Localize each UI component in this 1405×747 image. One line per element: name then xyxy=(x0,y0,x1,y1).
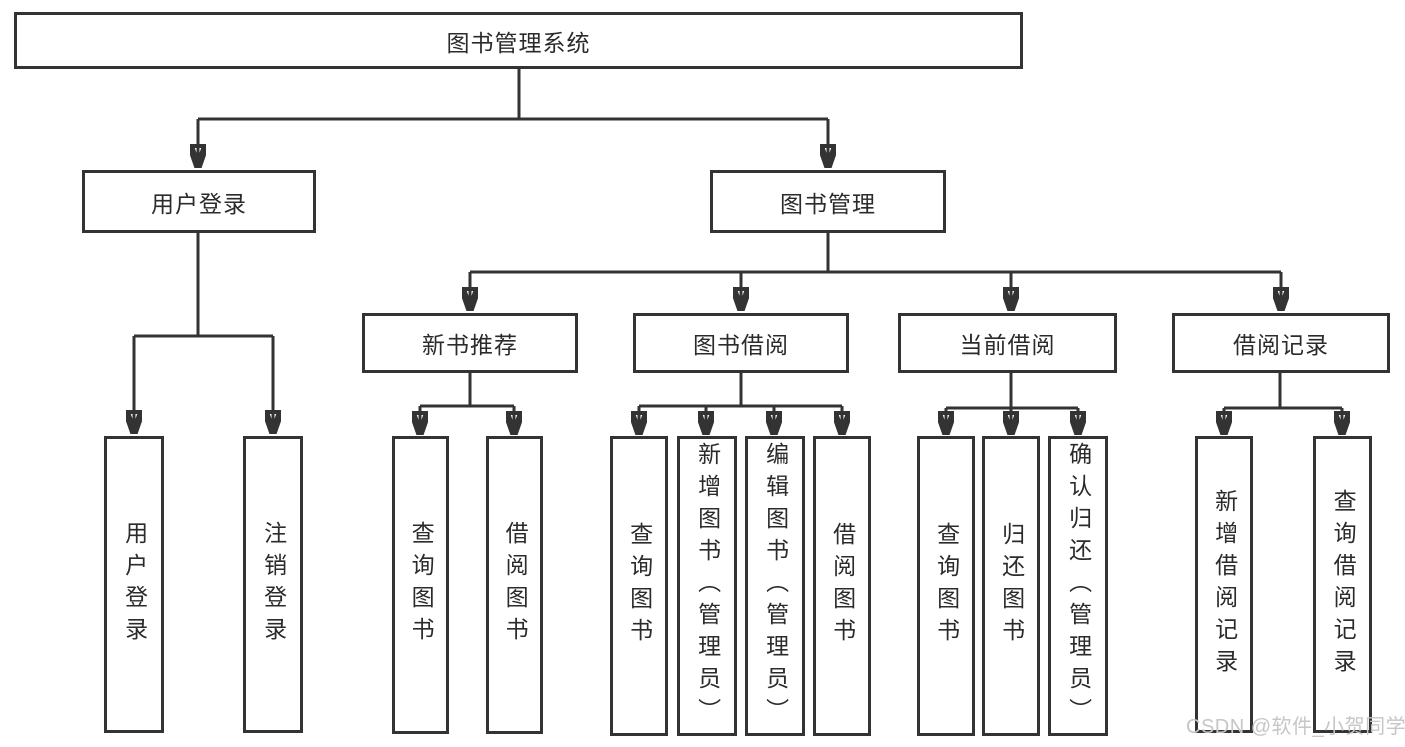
leaf-bb-edit-books-admin-label: 编辑图书（管理员） xyxy=(762,442,789,730)
leaf-br-add-record: 新增借阅记录 xyxy=(1195,436,1253,733)
node-borrowing-records: 借阅记录 xyxy=(1172,313,1390,373)
leaf-bb-query-books-label: 查询图书 xyxy=(626,522,653,650)
leaf-nb-query-books: 查询图书 xyxy=(392,436,449,734)
node-borrowing-records-label: 借阅记录 xyxy=(1233,332,1329,358)
leaf-nb-query-books-label: 查询图书 xyxy=(408,521,435,649)
node-root: 图书管理系统 xyxy=(14,12,1023,69)
leaf-logout: 注销登录 xyxy=(243,436,303,733)
leaf-cb-confirm-return-admin-label: 确认归还（管理员） xyxy=(1065,442,1092,730)
leaf-cb-confirm-return-admin: 确认归还（管理员） xyxy=(1048,436,1108,736)
leaf-nb-borrow-books: 借阅图书 xyxy=(486,436,543,734)
leaf-bb-borrow-books-label: 借阅图书 xyxy=(829,522,856,650)
leaf-nb-borrow-books-label: 借阅图书 xyxy=(502,521,529,649)
leaf-br-query-record-label: 查询借阅记录 xyxy=(1330,488,1357,681)
leaf-bb-add-books-admin: 新增图书（管理员） xyxy=(677,436,737,736)
watermark: CSDN @软件_小贺同学 xyxy=(1186,716,1405,738)
rail-current-borrowing xyxy=(946,373,1078,410)
node-new-book-recommendation: 新书推荐 xyxy=(362,313,578,373)
rail-user-login xyxy=(134,233,273,338)
rail-root xyxy=(198,68,828,121)
node-current-borrowing-label: 当前借阅 xyxy=(959,332,1056,358)
node-book-borrowing-label: 图书借阅 xyxy=(693,332,789,358)
rail-new-book-recommendation xyxy=(420,373,514,408)
leaf-cb-return-books-label: 归还图书 xyxy=(998,522,1025,650)
node-user-login-label: 用户登录 xyxy=(151,190,247,217)
node-new-book-recommendation-label: 新书推荐 xyxy=(422,332,518,358)
leaf-bb-query-books: 查询图书 xyxy=(610,436,668,736)
rail-borrowing-records xyxy=(1224,373,1342,410)
leaf-br-add-record-label: 新增借阅记录 xyxy=(1211,488,1238,681)
node-book-management-label: 图书管理 xyxy=(780,190,876,217)
leaf-user-login-label: 用户登录 xyxy=(121,520,148,649)
leaf-cb-query-books-label: 查询图书 xyxy=(933,522,960,650)
leaf-user-login: 用户登录 xyxy=(104,436,164,733)
node-book-management: 图书管理 xyxy=(710,170,946,233)
node-book-borrowing: 图书借阅 xyxy=(633,313,849,373)
leaf-br-query-record: 查询借阅记录 xyxy=(1313,436,1372,733)
leaf-cb-return-books: 归还图书 xyxy=(982,436,1040,736)
leaf-logout-label: 注销登录 xyxy=(260,520,287,649)
leaf-cb-query-books: 查询图书 xyxy=(917,436,975,736)
leaf-bb-add-books-admin-label: 新增图书（管理员） xyxy=(694,442,721,730)
rail-book-management xyxy=(470,233,1281,274)
leaf-bb-edit-books-admin: 编辑图书（管理员） xyxy=(745,436,805,736)
node-current-borrowing: 当前借阅 xyxy=(898,313,1117,373)
node-root-label: 图书管理系统 xyxy=(446,29,591,56)
leaf-bb-borrow-books: 借阅图书 xyxy=(813,436,871,736)
rail-book-borrowing xyxy=(639,373,842,408)
node-user-login: 用户登录 xyxy=(82,170,316,233)
